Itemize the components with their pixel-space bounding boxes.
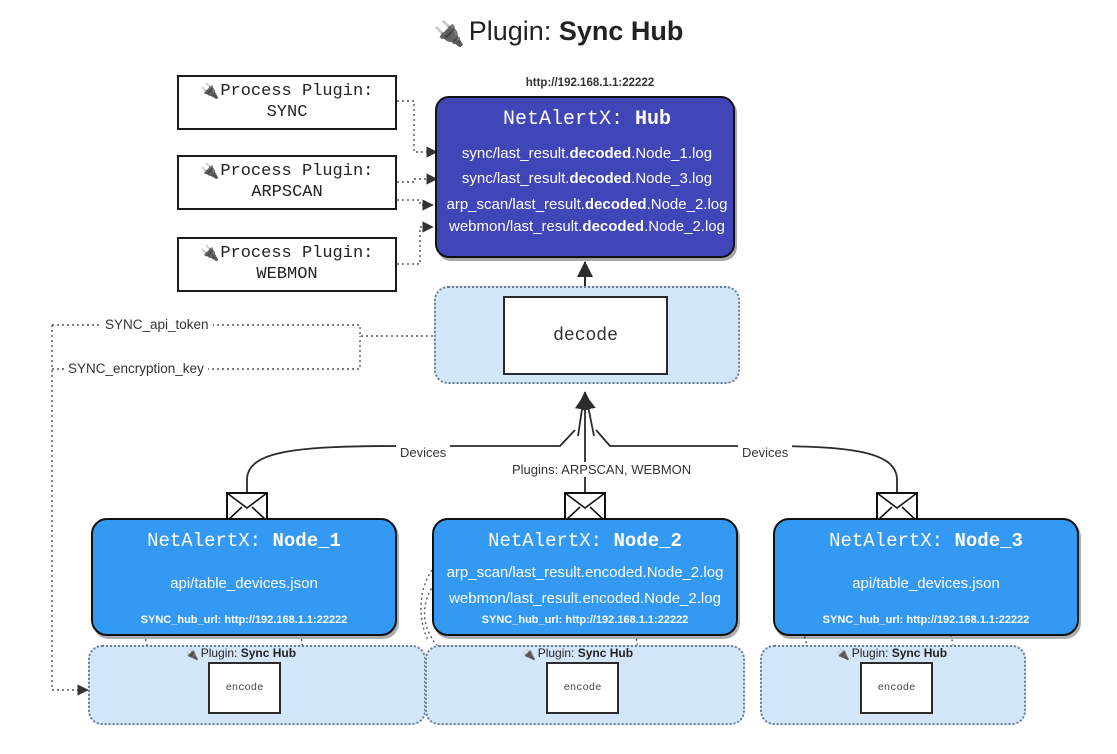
hub-url-label: http://192.168.1.1:22222 <box>525 77 655 89</box>
hub-box[interactable]: NetAlertX: Hub sync/last_result.decoded.… <box>435 96 735 258</box>
plugin-caption-node-2: 🔌Plugin: Sync Hub <box>522 646 634 661</box>
process-plugin-name: SYNC <box>266 102 308 122</box>
electric-plug-icon: 🔌 <box>836 649 850 661</box>
process-plugin-heading: 🔌Process Plugin: <box>200 82 374 102</box>
hub-log-line: webmon/last_result.decoded.Node_2.log <box>449 218 725 235</box>
envelope-icon-node-3 <box>876 492 918 522</box>
sync-api-token-label: SYNC_api_token <box>101 317 213 332</box>
node-log-line: webmon/last_result.encoded.Node_2.log <box>449 590 721 607</box>
process-plugin-heading: 🔌Process Plugin: <box>200 162 374 182</box>
node-hub-url: SYNC_hub_url: http://192.168.1.1:22222 <box>481 614 689 626</box>
hub-log-line: sync/last_result.decoded.Node_1.log <box>461 145 713 162</box>
node-title: NetAlertX: Node_1 <box>147 530 341 552</box>
plugin-caption-node-3: 🔌Plugin: Sync Hub <box>836 646 948 661</box>
node-title: NetAlertX: Node_3 <box>829 530 1023 552</box>
electric-plug-icon: 🔌 <box>200 84 220 102</box>
plugin-caption-node-1: 🔌Plugin: Sync Hub <box>185 646 297 661</box>
page-title-name: Sync Hub <box>558 16 684 46</box>
page-title: 🔌Plugin: Sync Hub <box>0 16 1117 48</box>
hub-log-line: sync/last_result.decoded.Node_3.log <box>461 170 713 187</box>
node-log-line: api/table_devices.json <box>852 575 1000 592</box>
electric-plug-icon: 🔌 <box>200 164 220 182</box>
process-plugin-sync[interactable]: 🔌Process Plugin: SYNC <box>177 75 397 130</box>
process-plugin-arpscan[interactable]: 🔌Process Plugin: ARPSCAN <box>177 155 397 210</box>
node-box-node-3[interactable]: NetAlertX: Node_3 api/table_devices.json… <box>773 518 1079 636</box>
page-title-prefix: Plugin: <box>468 16 552 46</box>
devices-right-label: Devices <box>738 445 793 460</box>
electric-plug-icon: 🔌 <box>522 649 536 661</box>
process-plugin-webmon[interactable]: 🔌Process Plugin: WEBMON <box>177 237 397 292</box>
node-box-node-1[interactable]: NetAlertX: Node_1 api/table_devices.json… <box>91 518 397 636</box>
electric-plug-icon: 🔌 <box>185 649 199 661</box>
node-title: NetAlertX: Node_2 <box>488 530 682 552</box>
electric-plug-icon: 🔌 <box>433 20 465 48</box>
plugins-middle-label: Plugins: ARPSCAN, WEBMON <box>508 462 696 477</box>
envelope-icon-node-2 <box>564 492 606 522</box>
process-plugin-name: WEBMON <box>256 264 318 284</box>
process-plugin-heading: 🔌Process Plugin: <box>200 244 374 264</box>
electric-plug-icon: 🔌 <box>200 246 220 264</box>
hub-title-name: Hub <box>635 108 672 131</box>
encode-box-node-2[interactable]: encode <box>546 662 619 714</box>
hub-title-prefix: NetAlertX: <box>502 108 623 131</box>
node-hub-url: SYNC_hub_url: http://192.168.1.1:22222 <box>140 614 348 626</box>
node-log-line: arp_scan/last_result.encoded.Node_2.log <box>446 564 724 581</box>
node-hub-url: SYNC_hub_url: http://192.168.1.1:22222 <box>822 614 1030 626</box>
encode-box-node-3[interactable]: encode <box>860 662 933 714</box>
decode-box[interactable]: decode <box>503 296 668 375</box>
node-log-line: api/table_devices.json <box>170 575 318 592</box>
node-box-node-2[interactable]: NetAlertX: Node_2 arp_scan/last_result.e… <box>432 518 738 636</box>
hub-title: NetAlertX: Hub <box>437 108 737 131</box>
encode-box-node-1[interactable]: encode <box>208 662 281 714</box>
sync-encryption-key-label: SYNC_encryption_key <box>64 361 208 376</box>
devices-left-label: Devices <box>396 445 451 460</box>
hub-log-line: arp_scan/last_result.decoded.Node_2.log <box>446 196 728 213</box>
process-plugin-name: ARPSCAN <box>251 182 323 202</box>
